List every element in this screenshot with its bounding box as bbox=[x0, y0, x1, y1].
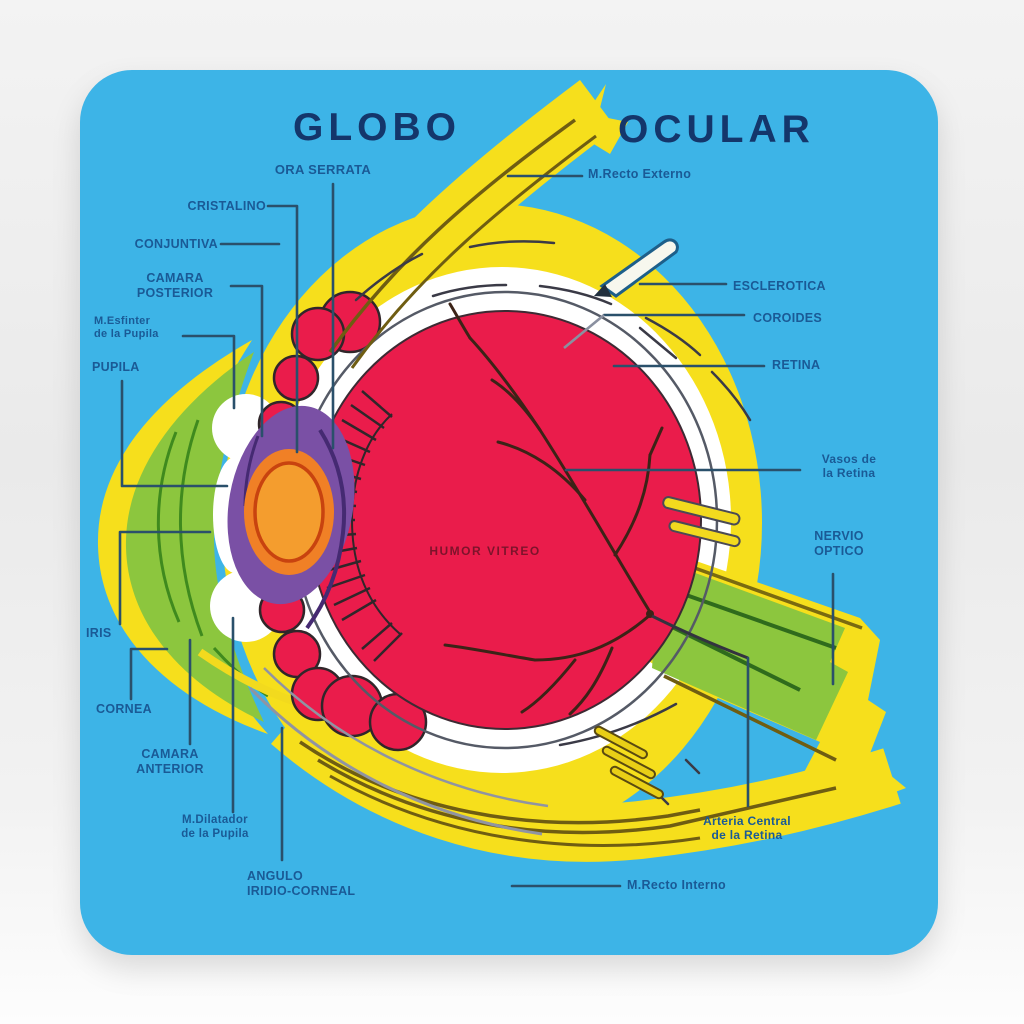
label-conjuntiva: CONJUNTIVA bbox=[134, 237, 218, 251]
label-m-recto-externo: M.Recto Externo bbox=[588, 167, 692, 181]
label-line: la Retina bbox=[822, 466, 876, 481]
label-humor-vitreo: HUMOR VITREO bbox=[429, 544, 541, 558]
label-line: Arteria Central bbox=[703, 814, 791, 828]
leader-gray bbox=[563, 313, 605, 350]
central-artery bbox=[651, 614, 749, 660]
label-line: de la Pupila bbox=[94, 327, 159, 340]
label-cristalino: CRISTALINO bbox=[187, 199, 266, 213]
label-line: IRIDIO-CORNEAL bbox=[247, 883, 356, 898]
label-m-recto-interno: M.Recto Interno bbox=[627, 878, 726, 892]
lens-ring bbox=[253, 461, 325, 563]
label-line: CAMARA bbox=[146, 271, 204, 285]
label-line: ANGULO bbox=[247, 869, 303, 883]
label-nervio-optico: NERVIO OPTICO bbox=[798, 529, 880, 559]
cornea-line bbox=[179, 419, 204, 637]
pen-tip bbox=[594, 284, 612, 297]
muscle-top-tip bbox=[574, 84, 628, 154]
leader-lines bbox=[118, 174, 835, 888]
muscle-sticks bbox=[593, 725, 664, 800]
label-line: de la Retina bbox=[711, 828, 783, 843]
label-m-esfinter: M.Esfinter de la Pupila bbox=[94, 315, 188, 341]
ring-arc bbox=[248, 686, 543, 836]
label-camara-posterior: CAMARA POSTERIOR bbox=[123, 271, 227, 301]
label-line: M.Esfinter bbox=[94, 315, 151, 327]
label-line: CAMARA bbox=[141, 747, 199, 761]
label-vasos-retina: Vasos de la Retina bbox=[806, 452, 892, 480]
label-line: de la Pupila bbox=[181, 827, 249, 840]
label-camara-anterior: CAMARA ANTERIOR bbox=[123, 747, 217, 777]
label-angulo-iridio-corneal: ANGULO IRIDIO-CORNEAL bbox=[247, 869, 407, 899]
label-ora-serrata: ORA SERRATA bbox=[274, 162, 372, 177]
muscle-stripe bbox=[329, 774, 701, 847]
sketch-dashes bbox=[354, 240, 752, 806]
label-line: OPTICO bbox=[814, 543, 864, 558]
vitreous-red bbox=[308, 310, 702, 730]
label-esclerotica: ESCLEROTICA bbox=[733, 279, 826, 293]
label-line: ANTERIOR bbox=[136, 761, 204, 776]
muscle-stripe bbox=[350, 134, 597, 369]
nerve-line bbox=[671, 588, 837, 650]
label-arteria-central: Arteria Central de la Retina bbox=[680, 814, 814, 842]
label-retina: RETINA bbox=[772, 358, 821, 372]
label-cornea: CORNEA bbox=[96, 702, 152, 716]
label-line: NERVIO bbox=[814, 529, 864, 543]
retinal-vessels bbox=[443, 302, 664, 716]
label-line: POSTERIOR bbox=[136, 285, 214, 300]
label-coroides: COROIDES bbox=[753, 311, 823, 325]
ring-arc bbox=[263, 667, 549, 808]
cornea-green bbox=[125, 352, 264, 722]
label-line: Vasos de bbox=[821, 452, 877, 466]
page-title-left: GLOBO bbox=[293, 106, 461, 149]
iris-arc bbox=[305, 428, 347, 630]
label-line: M.Dilatador bbox=[182, 814, 248, 826]
eye-diagram-art bbox=[97, 80, 906, 888]
poster-card: GLOBO OCULAR ORA SERRATA CRISTALINO CONJ… bbox=[80, 70, 938, 955]
vessel-sticks bbox=[662, 496, 741, 548]
label-pupila: PUPILA bbox=[92, 360, 140, 374]
label-iris: IRIS bbox=[86, 626, 112, 640]
nerve-line bbox=[677, 560, 863, 630]
nerve-line bbox=[663, 674, 837, 762]
muscle-stripe bbox=[299, 740, 701, 825]
cornea-line bbox=[156, 431, 181, 623]
page-title-right: OCULAR bbox=[618, 108, 815, 151]
muscle-stripe bbox=[328, 118, 577, 354]
pen-pointer bbox=[599, 238, 679, 298]
label-m-dilatador: M.Dilatador de la Pupila bbox=[166, 814, 264, 841]
ciliary-edge bbox=[350, 413, 401, 635]
